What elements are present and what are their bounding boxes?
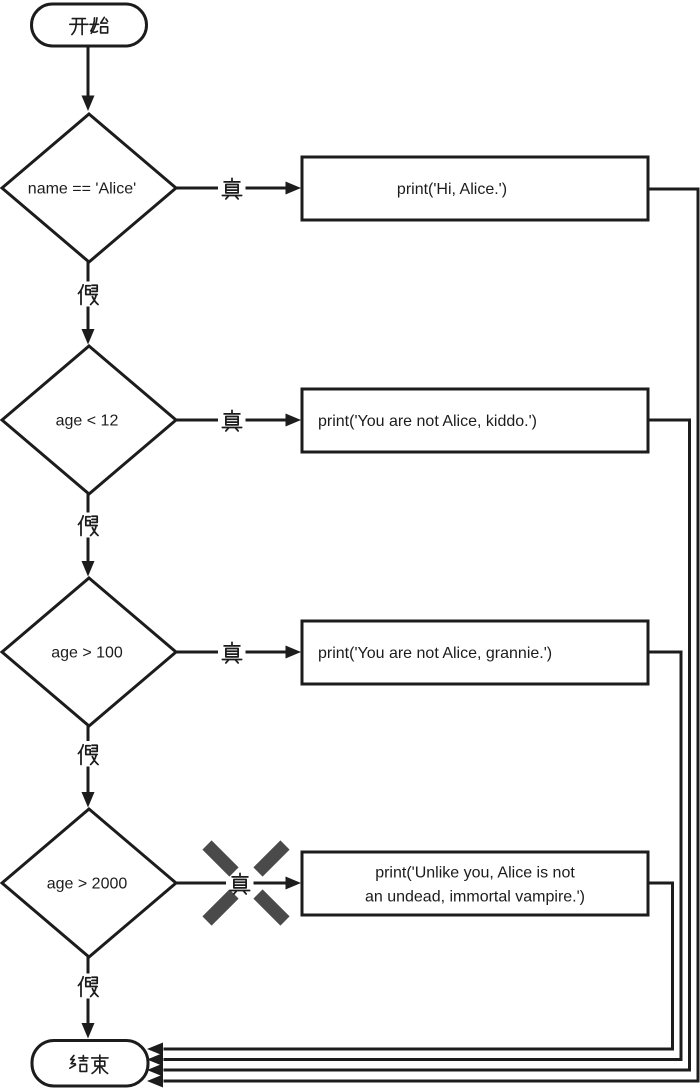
false-branch-arrowhead-2 (81, 561, 95, 577)
false-label-4 (77, 975, 99, 998)
action-2-return-connector (163, 418, 691, 1072)
true-label-1 (221, 177, 243, 200)
action-2-return-arrowhead (147, 1063, 163, 1077)
action-3-return-arrowhead (147, 1053, 163, 1066)
true-label-3-glyph (221, 641, 243, 664)
action-4-return-connector (163, 881, 674, 1051)
action-3-text: print('You are not Alice, grannie.') (318, 645, 552, 662)
false-branch-arrowhead-1 (81, 329, 95, 345)
false-label-1 (77, 283, 99, 306)
false-label-1-glyph (77, 283, 99, 306)
action-1-box (300, 155, 650, 222)
true-branch-arrowhead-1 (285, 181, 301, 195)
true-branch-arrowhead-4 (285, 876, 301, 890)
true-branch-arrowhead-3 (285, 645, 301, 659)
action-2-box (300, 387, 650, 454)
true-label-3 (221, 641, 243, 664)
action-4-text-line2: an undead, immortal vampire.') (365, 889, 585, 906)
decision-2-condition: age < 12 (56, 413, 119, 430)
action-4-return-arrowhead (147, 1042, 163, 1056)
action-4-box (300, 850, 650, 917)
start-terminal (30, 2, 148, 48)
false-label-2-glyph (77, 514, 99, 537)
action-4-text-line1: print('Unlike you, Alice is not (375, 865, 575, 882)
action-1-text: print('Hi, Alice.') (397, 181, 507, 198)
true-branch-arrowhead-2 (285, 413, 301, 427)
crossed-out-x-icon (202, 840, 290, 926)
action-1-return-arrowhead (147, 1074, 163, 1088)
true-label-4 (229, 872, 251, 895)
false-branch-arrowhead-3 (81, 792, 95, 808)
false-label-3-glyph (77, 743, 99, 766)
decision-3-condition: age > 100 (51, 645, 123, 662)
false-label-3 (77, 743, 99, 766)
decision-1-condition: name == 'Alice' (28, 181, 136, 198)
action-3-return-connector (163, 650, 683, 1061)
true-label-2 (221, 409, 243, 432)
arrowhead-start-to-decision-1 (81, 95, 95, 111)
false-branch-arrowhead-4 (81, 1023, 95, 1039)
false-label-4-glyph (77, 975, 99, 998)
true-label-2-glyph (221, 409, 243, 432)
true-label-1-glyph (221, 177, 243, 200)
action-2-text: print('You are not Alice, kiddo.') (318, 413, 537, 430)
action-1-return-connector (163, 187, 700, 1083)
action-3-box (300, 619, 650, 686)
false-label-2 (77, 514, 99, 537)
decision-4-condition: age > 2000 (47, 876, 128, 893)
true-label-4-glyph (229, 872, 251, 895)
end-terminal (30, 1039, 150, 1088)
